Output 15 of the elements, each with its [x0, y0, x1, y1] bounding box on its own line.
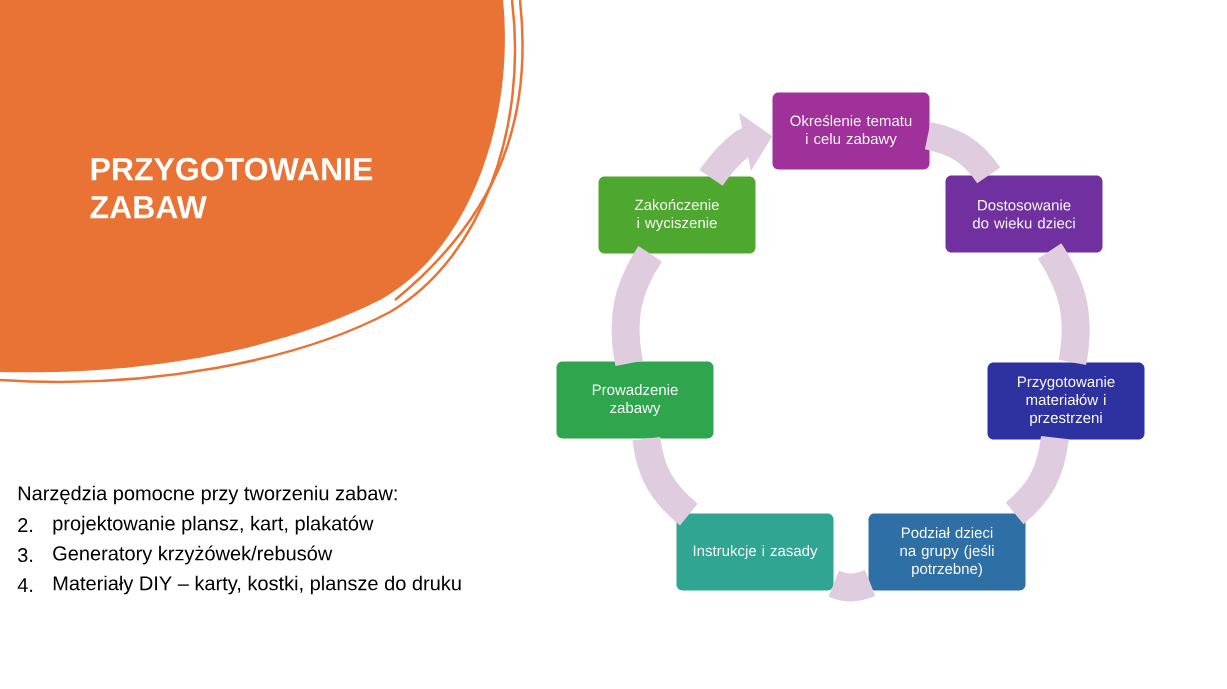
list-text: 2.: [18, 518, 33, 532]
process-box: Zakończenie i wyciszenie: [598, 176, 756, 254]
list-text: projektowanie plansz, kart, plakatów: [53, 515, 374, 535]
process-box: Podział dzieci na grupy (jeśli potrzebne): [868, 513, 1026, 591]
process-box: Prowadzenie zabawy: [556, 361, 714, 439]
list-text: Materiały DIY – karty, kostki, plansze do druku: [53, 575, 461, 595]
list-text: 3.: [17, 547, 33, 563]
process-box: Określenie tematu i celu zabawy: [772, 92, 930, 170]
title: PRZYGOTOWANIE ZABAW: [90, 157, 373, 219]
list-text: Generatory krzyżówek/rebusów: [53, 545, 333, 565]
list-text: 4.: [17, 578, 33, 592]
process-box: Przygotowanie materiałów i przestrzeni: [987, 362, 1145, 440]
process-box: Dostosowanie do wieku dzieci: [945, 175, 1103, 253]
list-text: Narzędzia pomocne przy tworzeniu zabaw:: [18, 485, 397, 505]
process-box: Instrukcje i zasady: [676, 513, 834, 591]
